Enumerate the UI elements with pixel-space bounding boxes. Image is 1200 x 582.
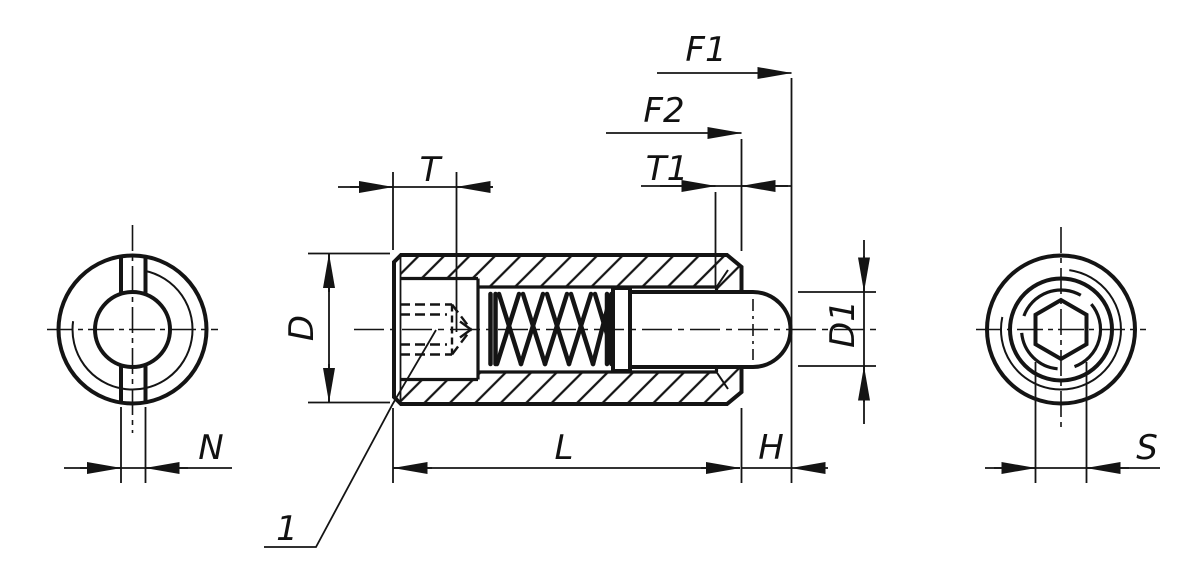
end-view-slotted xyxy=(47,225,218,433)
dim-label-F1: F1 xyxy=(685,30,726,70)
thread-runout xyxy=(715,269,729,390)
dim-label-N: N xyxy=(198,428,223,468)
dim-label-T: T xyxy=(420,150,443,190)
hatch-bottom-wall xyxy=(400,367,741,403)
dim-label-S: S xyxy=(1136,428,1158,468)
dim-label-D1: D1 xyxy=(823,300,863,348)
item-1-label: 1 xyxy=(276,509,298,549)
section-view xyxy=(354,253,880,406)
dim-label-T1: T1 xyxy=(646,149,688,189)
slot-edges xyxy=(119,256,148,404)
dim-label-H: H xyxy=(758,428,784,468)
dimension-labels: T F1 F2 T1 D D1 L H N S 1 xyxy=(198,30,1158,549)
centerlines-left-view xyxy=(47,225,218,433)
hatch-top-wall xyxy=(400,256,741,292)
dim-label-F2: F2 xyxy=(643,91,684,131)
item-1-leader xyxy=(264,329,437,548)
centerlines-right-view xyxy=(976,227,1146,431)
dim-label-L: L xyxy=(555,428,574,468)
dimensions xyxy=(64,67,1160,548)
dim-label-D: D xyxy=(282,315,322,341)
end-view-hex xyxy=(976,227,1146,431)
chamfer-arcs xyxy=(1020,288,1103,371)
